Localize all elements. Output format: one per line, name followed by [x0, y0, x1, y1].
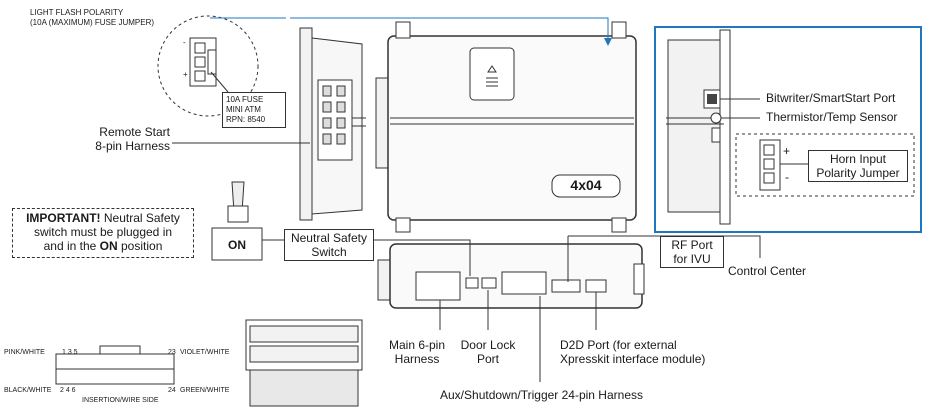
toggle-on-text: ON [228, 238, 246, 252]
main-module [375, 21, 637, 233]
fuse-jumper-title: LIGHT FLASH POLARITY (10A (MAXIMUM) FUSE… [30, 8, 154, 28]
bitwriter-port-label: Bitwriter/SmartStart Port [766, 91, 896, 105]
horn-minus-sign: - [785, 170, 789, 184]
callout-lines [172, 17, 761, 382]
toggle-switch-drawing [211, 181, 263, 261]
pinout-violet-number: 23 [168, 349, 176, 356]
toggle-on-label: ON [212, 238, 262, 252]
important-line3b: position [117, 239, 163, 253]
remote-start-line1: Remote Start [99, 125, 170, 139]
rf-port-label: RF Port for IVU [660, 236, 724, 268]
lower-module [377, 243, 645, 309]
fuse-spec-line1: 10A FUSE [226, 95, 264, 104]
main6-line2: Harness [394, 352, 440, 366]
d2d-line2: Xpresskit interface module) [560, 352, 706, 366]
remote-start-line2: 8-pin Harness [95, 139, 170, 153]
fuse-minus-sign: - [183, 38, 186, 47]
pinout-green-white: GREEN/WHITE [180, 387, 230, 394]
d2d-line1: D2D Port (for external [560, 338, 677, 352]
important-line1: Neutral Safety [100, 211, 180, 225]
fuse-jumper-detail [157, 15, 259, 117]
fuse-jumper-title-line1: LIGHT FLASH POLARITY [30, 8, 124, 17]
fuse-plus-sign: + [183, 70, 188, 79]
six-pin-pinout-drawing [55, 345, 175, 385]
right-side-panel [654, 26, 922, 233]
main6-line1: Main 6-pin [388, 338, 446, 352]
thermistor-label: Thermistor/Temp Sensor [766, 110, 898, 124]
twenty-four-pin-harness-drawing [245, 319, 363, 407]
important-strong: IMPORTANT! [26, 211, 101, 225]
control-center-label: Control Center [728, 264, 807, 278]
pinout-pink-white: PINK/WHITE [4, 349, 45, 356]
neutral-switch-line2: Switch [311, 245, 347, 259]
pinout-bottom-pins: 2 4 6 [60, 387, 76, 394]
neutral-safety-switch-label: Neutral Safety Switch [284, 229, 374, 261]
fuse-spec-line2: MINI ATM [226, 105, 261, 114]
important-on-word: ON [99, 239, 118, 253]
remote-start-harness-label: Remote Start 8-pin Harness [70, 125, 170, 153]
important-line2: switch must be plugged in [33, 225, 173, 239]
neutral-switch-line1: Neutral Safety [290, 231, 368, 245]
door-lock-port-label: Door Lock Port [456, 338, 520, 366]
pinout-green-number: 24 [168, 387, 176, 394]
important-line3a: and in the [43, 239, 100, 253]
horn-line1: Horn Input [829, 152, 887, 166]
rf-port-line1: RF Port [671, 238, 713, 252]
aux-24pin-harness-label: Aux/Shutdown/Trigger 24-pin Harness [440, 388, 643, 402]
fuse-spec-line3: RPN: 8540 [226, 115, 266, 124]
d2d-port-label: D2D Port (for external Xpresskit interfa… [560, 338, 705, 366]
fuse-spec-box: 10A FUSE MINI ATM RPN: 8540 [222, 92, 286, 128]
pinout-top-pins: 1 3 5 [62, 349, 78, 356]
horn-polarity-jumper-label: Horn Input Polarity Jumper [808, 150, 908, 182]
horn-plus-sign: + [783, 144, 791, 158]
door-line1: Door Lock [460, 338, 516, 352]
module-model-label: 4x04 [570, 177, 602, 193]
horn-line2: Polarity Jumper [816, 166, 900, 180]
main-6pin-harness-label: Main 6-pin Harness [380, 338, 454, 366]
pinout-black-white: BLACK/WHITE [4, 387, 52, 394]
important-notice: IMPORTANT! Neutral Safety switch must be… [12, 208, 194, 258]
rf-port-line2: for IVU [673, 252, 711, 266]
pinout-violet-white: VIOLET/WHITE [180, 349, 230, 356]
remote-start-harness-connector [299, 27, 366, 221]
pinout-insertion-side: INSERTION/WIRE SIDE [82, 397, 159, 404]
door-line2: Port [476, 352, 499, 366]
fuse-jumper-title-line2: (10A (MAXIMUM) FUSE JUMPER) [30, 18, 155, 27]
